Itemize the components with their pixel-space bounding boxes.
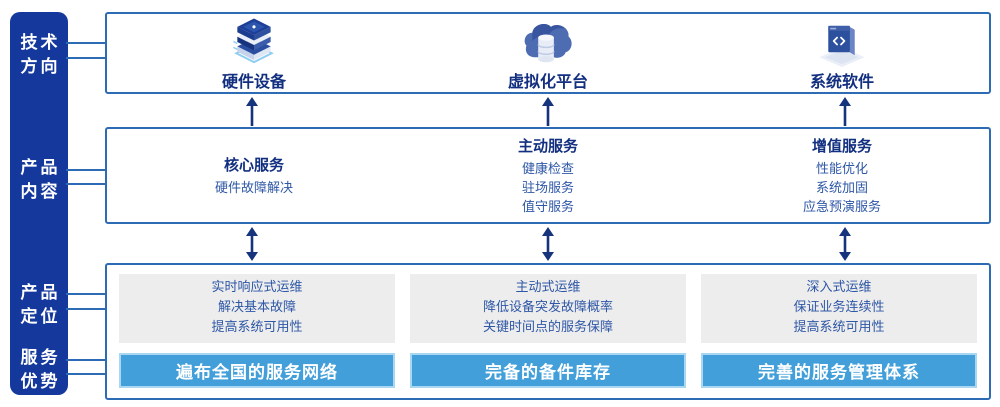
tech-item-virtualization: 虚拟化平台 (401, 14, 695, 92)
service-col-core: 核心服务 硬件故障解决 (107, 129, 401, 222)
positioning-line: 降低设备突发故障概率 (482, 300, 613, 316)
sidebar-label-line: 技术 (20, 33, 61, 53)
tech-item-hardware: 硬件设备 (107, 14, 401, 92)
connector-line (66, 373, 107, 375)
product-positioning-box: 实时响应式运维 解决基本故障 提高系统可用性 遍布全国的服务网络 主动式运维 降… (105, 263, 991, 400)
service-item: 值守服务 (521, 199, 574, 215)
sidebar: 技术 方向 产品 内容 产品 定位 服务 优势 (10, 12, 68, 395)
positioning-panel: 主动式运维 降低设备突发故障概率 关键时间点的服务保障 (410, 274, 686, 343)
up-arrow-icon (246, 97, 258, 126)
sidebar-label-product-content: 产品 内容 (10, 156, 68, 204)
service-col-value-added: 增值服务 性能优化 系统加固 应急预演服务 (695, 129, 989, 222)
sidebar-label-line: 服务 (20, 348, 61, 368)
service-item: 应急预演服务 (802, 199, 881, 215)
positioning-line: 深入式运维 (806, 280, 872, 296)
positioning-col-indepth: 深入式运维 保证业务连续性 提高系统可用性 完善的服务管理体系 (701, 274, 977, 388)
connector-line (66, 183, 107, 185)
up-arrow-icon (839, 97, 851, 126)
positioning-col-realtime: 实时响应式运维 解决基本故障 提高系统可用性 遍布全国的服务网络 (119, 274, 395, 388)
connector-line (66, 293, 107, 295)
sidebar-label-line: 方向 (20, 57, 61, 77)
advantage-banner: 完备的备件库存 (410, 352, 686, 388)
sidebar-label-line: 优势 (20, 372, 61, 392)
advantage-banner: 遍布全国的服务网络 (119, 352, 395, 388)
service-item: 硬件故障解决 (214, 180, 293, 196)
positioning-line: 解决基本故障 (217, 300, 296, 316)
service-title: 核心服务 (223, 155, 284, 174)
positioning-line: 关键时间点的服务保障 (482, 320, 613, 336)
service-item: 驻场服务 (521, 180, 574, 196)
tech-item-label: 系统软件 (809, 72, 874, 91)
positioning-panel: 实时响应式运维 解决基本故障 提高系统可用性 (119, 274, 395, 343)
service-item: 系统加固 (815, 180, 868, 196)
positioning-line: 保证业务连续性 (793, 300, 885, 316)
service-item: 性能优化 (815, 161, 868, 177)
double-arrow-icon (246, 227, 258, 261)
service-title: 主动服务 (517, 136, 578, 155)
sidebar-label-tech-direction: 技术 方向 (10, 31, 68, 79)
software-window-icon (819, 25, 865, 67)
tech-direction-box: 硬件设备 虚拟化平台 (105, 12, 991, 94)
sidebar-label-service-advantage: 服务 优势 (10, 346, 68, 394)
positioning-panel: 深入式运维 保证业务连续性 提高系统可用性 (701, 274, 977, 343)
sidebar-label-product-positioning: 产品 定位 (10, 281, 68, 329)
sidebar-label-line: 定位 (20, 307, 61, 327)
connector-line (66, 308, 107, 310)
up-arrow-icon (542, 97, 554, 126)
positioning-line: 提高系统可用性 (793, 320, 885, 336)
service-col-proactive: 主动服务 健康检查 驻场服务 值守服务 (401, 129, 695, 222)
advantage-banner: 完善的服务管理体系 (701, 352, 977, 388)
sidebar-label-line: 产品 (20, 158, 61, 178)
connector-line (66, 169, 107, 171)
positioning-line: 主动式运维 (515, 280, 581, 296)
product-content-box: 核心服务 硬件故障解决 主动服务 健康检查 驻场服务 值守服务 增值服务 性能优… (105, 127, 991, 224)
sidebar-label-line: 内容 (20, 182, 61, 202)
server-stack-icon (233, 18, 274, 64)
double-arrow-icon (839, 227, 851, 261)
connector-line (66, 42, 107, 44)
positioning-line: 提高系统可用性 (211, 320, 303, 336)
double-arrow-icon (542, 227, 554, 261)
sidebar-label-line: 产品 (20, 283, 61, 303)
positioning-line: 实时响应式运维 (211, 280, 303, 296)
tech-item-label: 虚拟化平台 (507, 72, 588, 91)
connector-line (66, 57, 107, 59)
cloud-database-icon (524, 23, 572, 63)
tech-item-label: 硬件设备 (221, 72, 286, 91)
connector-line (66, 359, 107, 361)
positioning-col-proactive: 主动式运维 降低设备突发故障概率 关键时间点的服务保障 完备的备件库存 (410, 274, 686, 388)
tech-item-system-software: 系统软件 (695, 14, 989, 92)
service-item: 健康检查 (521, 161, 574, 177)
service-title: 增值服务 (811, 136, 872, 155)
